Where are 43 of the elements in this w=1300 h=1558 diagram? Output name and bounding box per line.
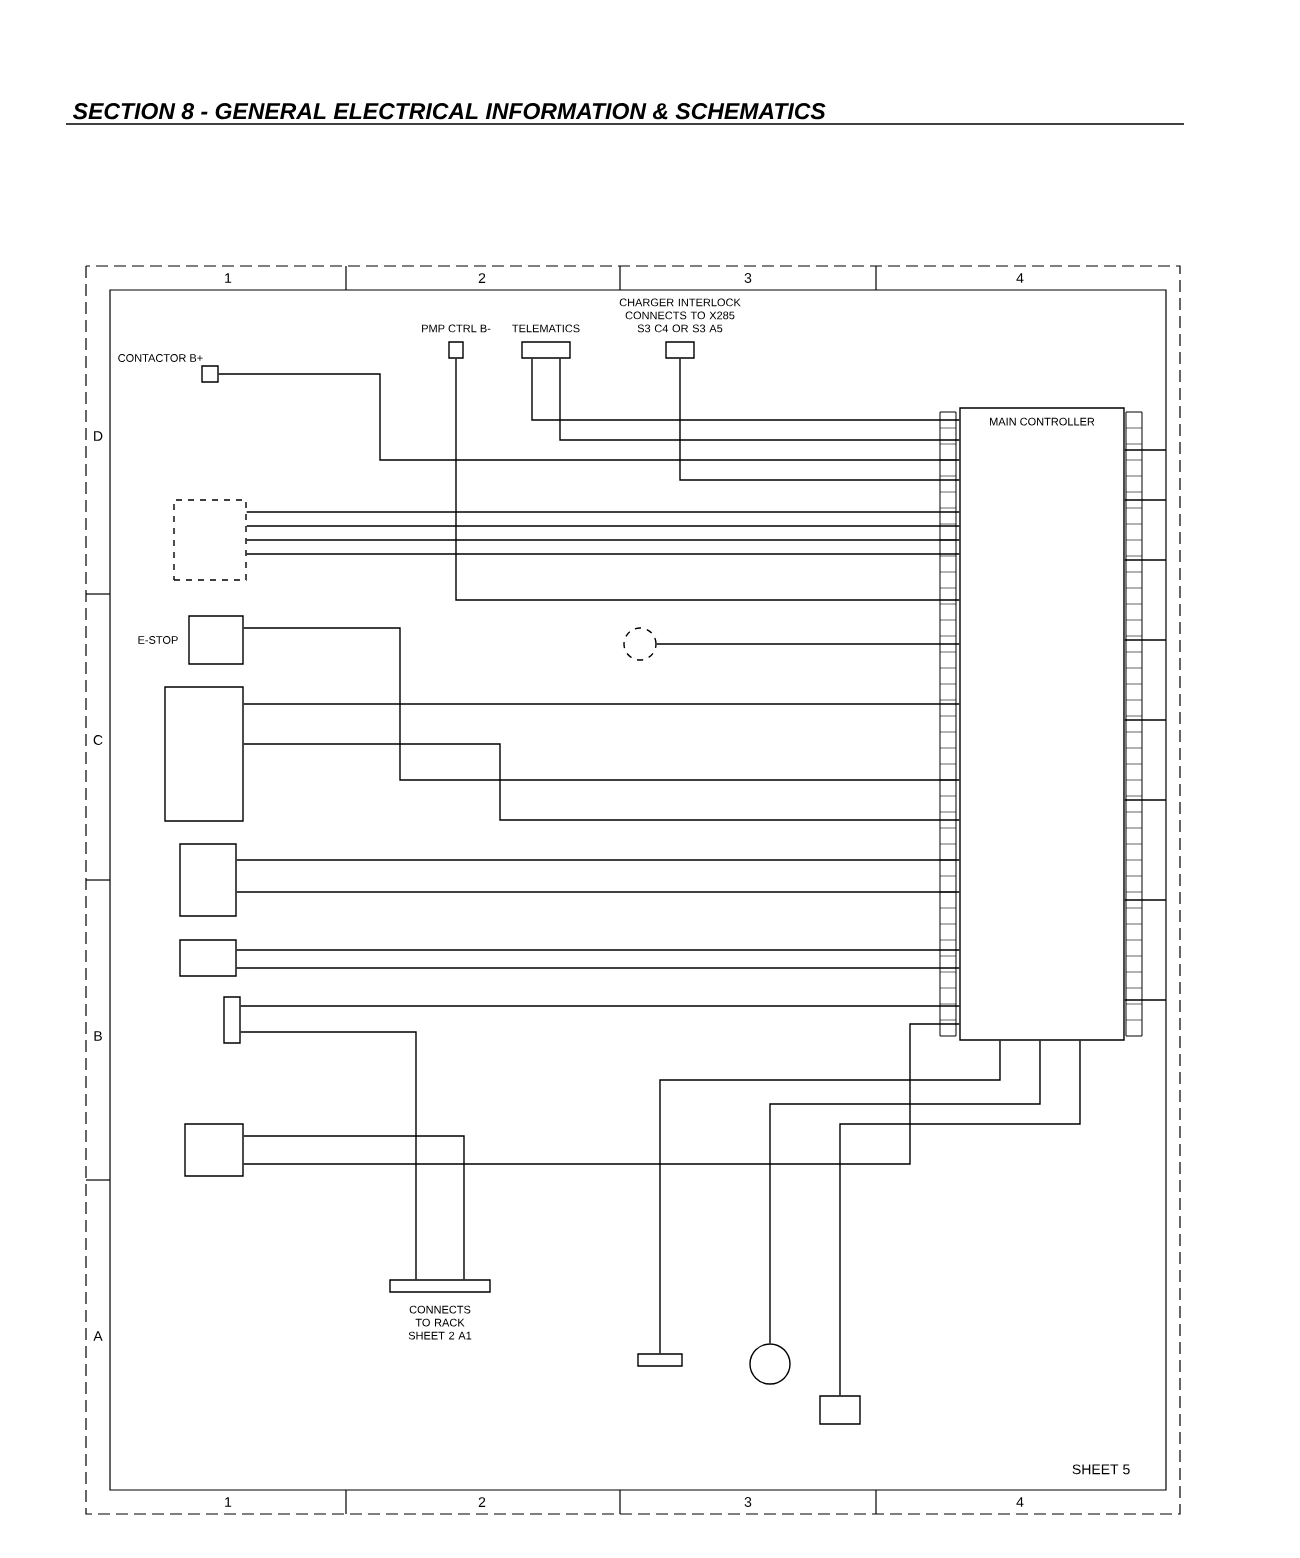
connector — [223, 996, 241, 1044]
wire — [246, 539, 960, 541]
wire — [236, 967, 960, 969]
wire — [243, 627, 960, 781]
sensor-box — [173, 499, 247, 581]
wire — [236, 949, 960, 951]
wire — [1124, 499, 1167, 501]
wire — [218, 373, 960, 461]
wire — [769, 1040, 1041, 1344]
connector — [637, 1353, 683, 1367]
switch-box — [164, 686, 244, 822]
switch-box — [184, 1123, 244, 1177]
wire — [1124, 639, 1167, 641]
wire — [243, 1135, 465, 1280]
wire — [246, 553, 960, 555]
wire — [240, 1005, 960, 1007]
wire — [243, 703, 960, 705]
potentiometer-symbol — [623, 627, 657, 661]
wire — [236, 859, 960, 861]
wire — [656, 643, 960, 645]
wire — [246, 511, 960, 513]
wire — [559, 358, 960, 441]
wire — [455, 358, 960, 601]
wire — [1124, 799, 1167, 801]
wire — [243, 743, 960, 821]
wire — [1124, 719, 1167, 721]
wire — [839, 1040, 1081, 1396]
wire — [243, 1023, 960, 1165]
wire — [236, 891, 960, 893]
wire — [1124, 999, 1167, 1001]
wire — [1124, 899, 1167, 901]
sensor-symbol — [749, 1343, 791, 1385]
wire — [246, 525, 960, 527]
wire — [679, 358, 960, 481]
switch-box — [179, 939, 237, 977]
wire — [1124, 559, 1167, 561]
alarm-box — [819, 1395, 861, 1425]
section-title: SECTION 8 - GENERAL ELECTRICAL INFORMATION & SCHEMATICS — [73, 103, 826, 120]
wire — [1124, 449, 1167, 451]
wire — [659, 1040, 1001, 1354]
wire — [240, 1031, 417, 1280]
wire — [531, 358, 960, 421]
switch-box — [179, 843, 237, 917]
